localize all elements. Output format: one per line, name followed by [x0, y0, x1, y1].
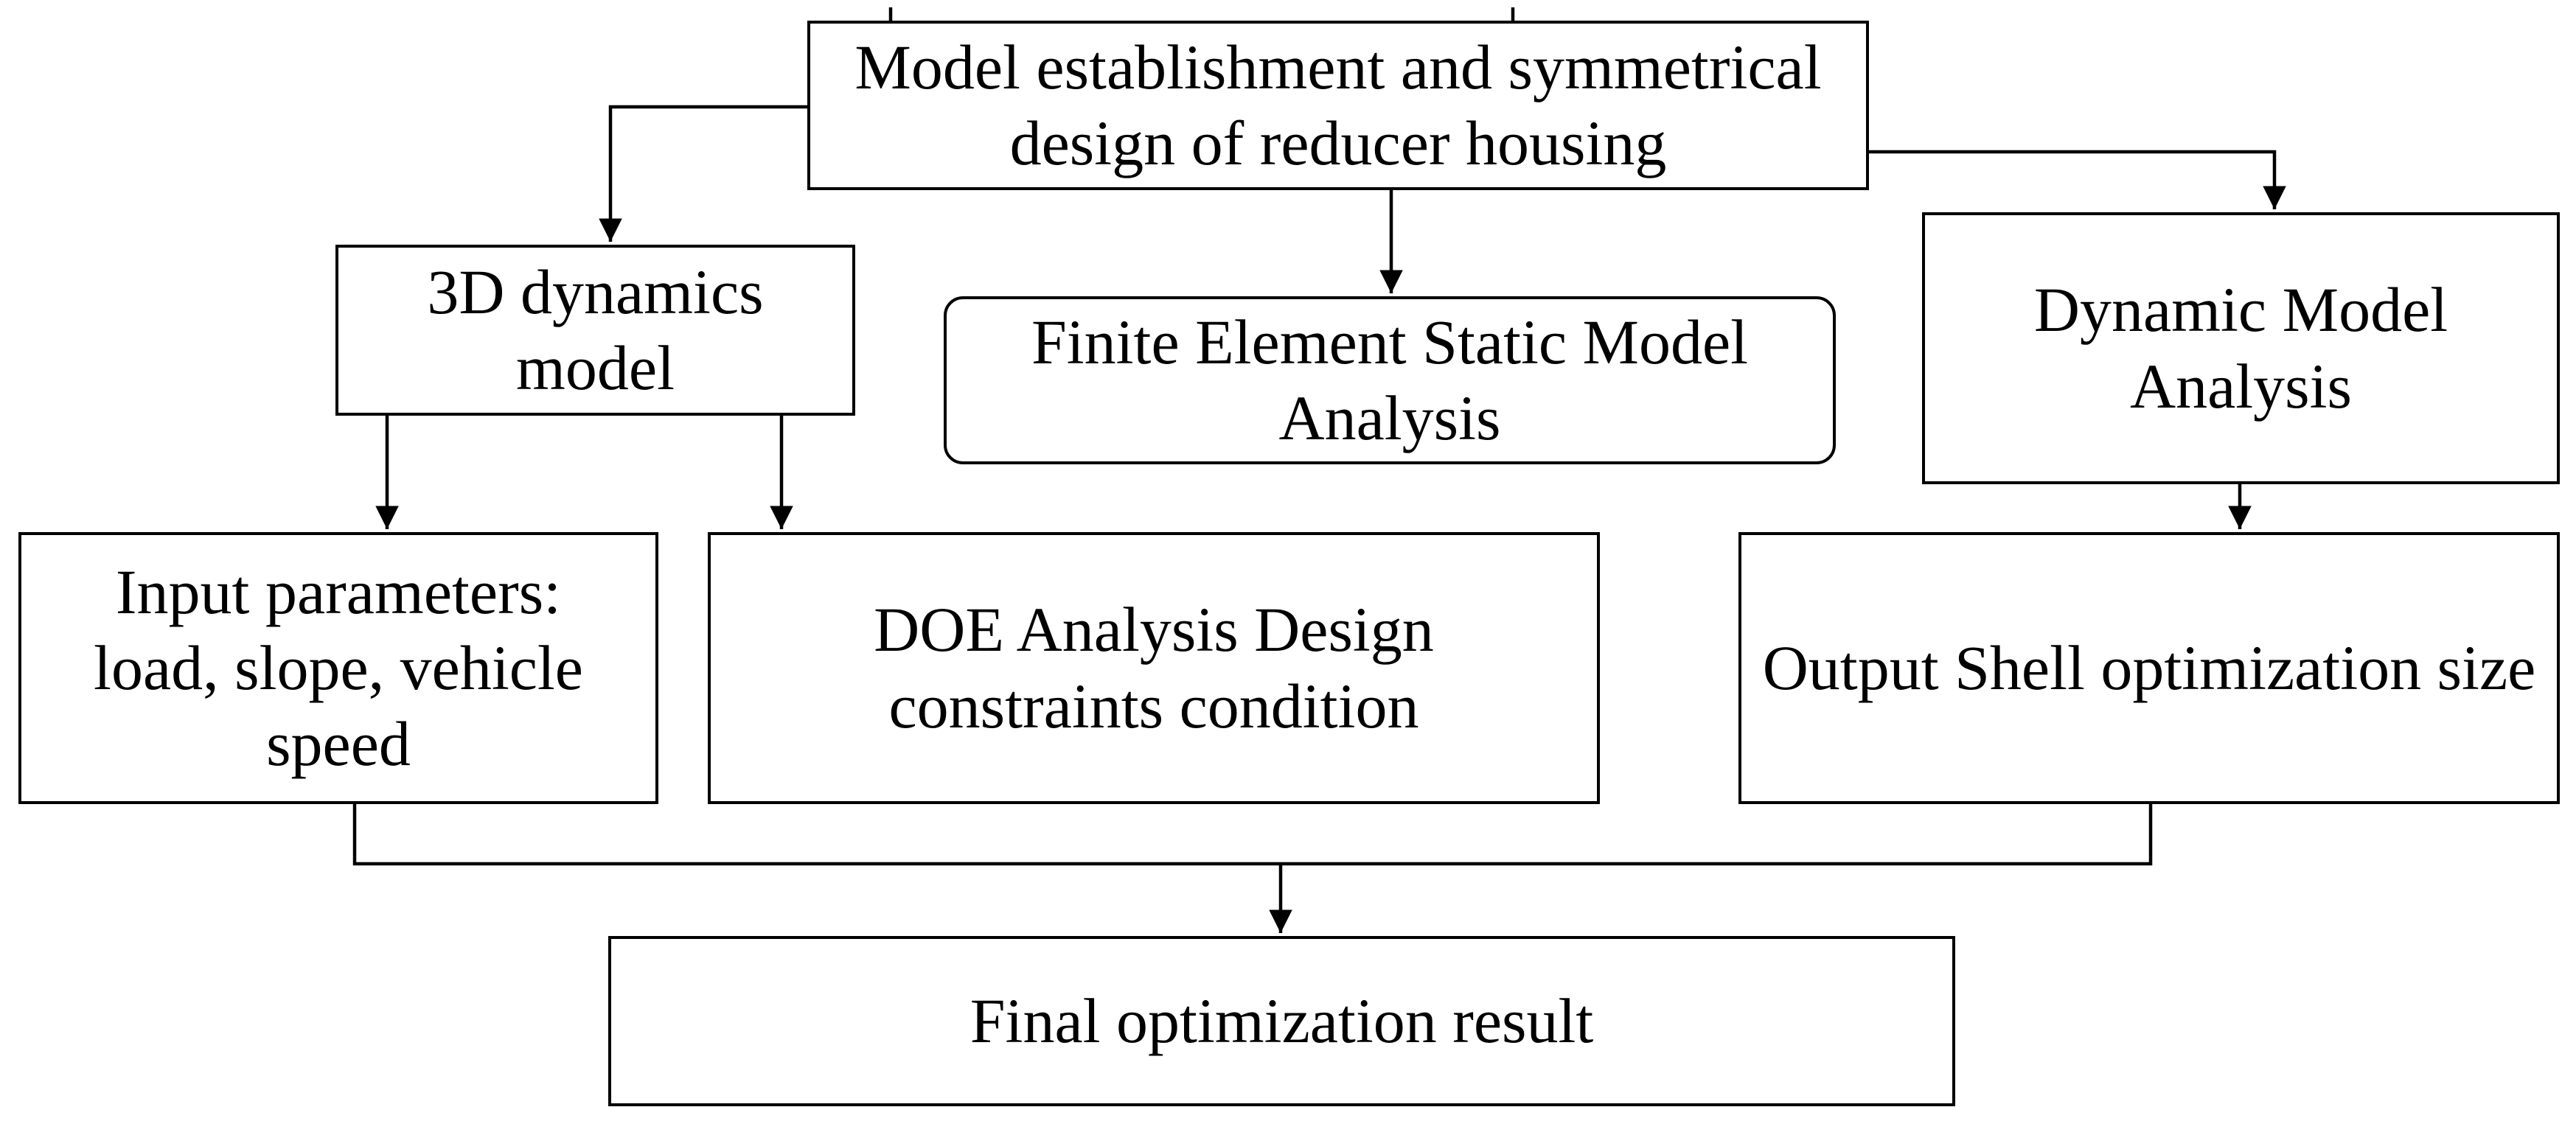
node-input-params-label: Input parameters: load, slope, vehicle s…: [94, 556, 583, 780]
node-output-shell: Output Shell optimization size: [1738, 532, 2560, 804]
node-fe-static: Finite Element Static Model Analysis: [944, 296, 1836, 464]
node-final-result: Final optimization result: [608, 936, 1955, 1106]
node-3d-dynamics-label: 3D dynamics model: [427, 256, 764, 403]
node-doe-analysis-label: DOE Analysis Design constraints conditio…: [874, 594, 1434, 741]
node-output-shell-label: Output Shell optimization size: [1762, 632, 2536, 703]
node-input-params: Input parameters: load, slope, vehicle s…: [18, 532, 658, 804]
node-doe-analysis: DOE Analysis Design constraints conditio…: [708, 532, 1600, 804]
edge-model-to-3d-dynamics: [599, 105, 807, 242]
node-model-establishment: Model establishment and symmetrical desi…: [807, 21, 1869, 190]
node-3d-dynamics: 3D dynamics model: [335, 245, 855, 416]
node-model-establishment-label: Model establishment and symmetrical desi…: [854, 31, 1822, 178]
node-final-result-label: Final optimization result: [970, 985, 1594, 1056]
node-dynamic-model-label: Dynamic Model Analysis: [2033, 274, 2448, 422]
node-dynamic-model: Dynamic Model Analysis: [1922, 212, 2560, 484]
edge-merge-to-final: [352, 803, 2153, 866]
node-fe-static-label: Finite Element Static Model Analysis: [1031, 306, 1749, 453]
edge-model-to-dynamic-model: [1867, 150, 2286, 209]
